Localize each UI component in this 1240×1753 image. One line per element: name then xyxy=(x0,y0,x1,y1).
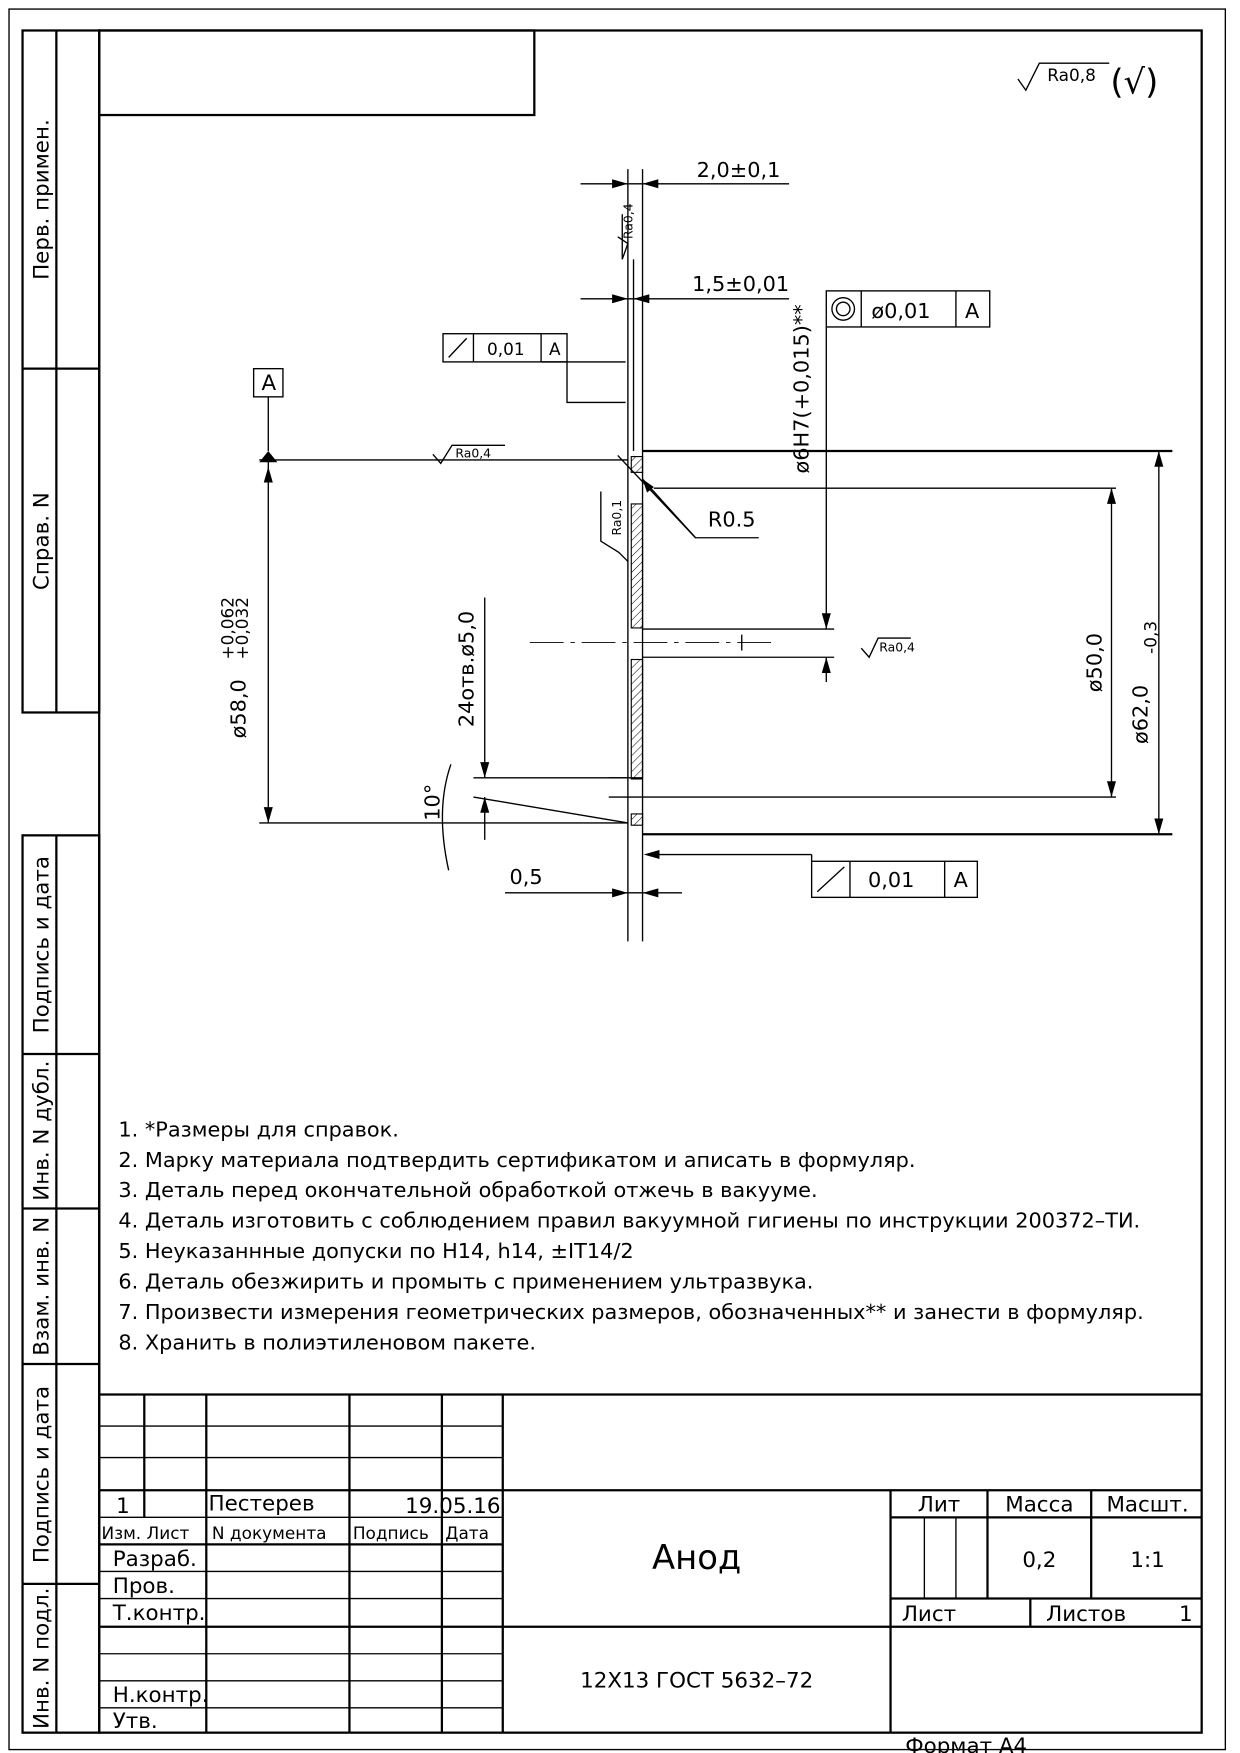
svg-text:ø62,0: ø62,0 xyxy=(1129,685,1153,744)
svg-text:Ra0,4: Ra0,4 xyxy=(620,203,635,239)
svg-text:(√): (√) xyxy=(1110,63,1158,102)
svg-text:A: A xyxy=(262,371,277,396)
title-block: 1 Пестерев 19.05.16 Изм. Лист N документ… xyxy=(99,1393,1202,1734)
note: 8. Хранить в полиэтиленовом пакете. xyxy=(118,1330,536,1354)
svg-text:Изм.: Изм. xyxy=(101,1523,141,1543)
svg-text:A: A xyxy=(965,299,980,323)
svg-text:Н.контр.: Н.контр. xyxy=(113,1683,209,1708)
roughness-marks: Ra0,4 Ra0,4 Ra0,1 Ra0,4 xyxy=(432,203,915,659)
note: 2. Марку материала подтвердить сертифика… xyxy=(118,1148,915,1172)
svg-text:2,0±0,1: 2,0±0,1 xyxy=(697,158,781,182)
svg-text:ø58,0: ø58,0 xyxy=(227,679,251,738)
svg-text:Листов: Листов xyxy=(1046,1602,1126,1627)
svg-text:0,01: 0,01 xyxy=(487,339,525,359)
side-label: Взам. инв. N xyxy=(29,1217,54,1356)
svg-text:Утв.: Утв. xyxy=(113,1709,158,1734)
datum-a: A xyxy=(252,367,284,463)
drawing-frame xyxy=(98,29,1203,1734)
svg-text:1: 1 xyxy=(116,1494,130,1519)
svg-text:+0,062: +0,062 xyxy=(217,597,237,660)
svg-text:Подпись: Подпись xyxy=(353,1523,429,1543)
svg-text:Лит: Лит xyxy=(918,1493,960,1518)
svg-text:ø6H7(+0,015)**: ø6H7(+0,015)** xyxy=(789,304,813,473)
concentricity-icon xyxy=(831,296,856,321)
svg-text:ø0,01: ø0,01 xyxy=(871,299,930,323)
note: 3. Деталь перед окончательной обработкой… xyxy=(118,1178,817,1202)
note: 7. Произвести измерения геометрических р… xyxy=(118,1300,1143,1324)
svg-text:Т.контр.: Т.контр. xyxy=(112,1601,206,1626)
svg-text:1: 1 xyxy=(1179,1602,1193,1627)
note: 6. Деталь обезжирить и промыть с примене… xyxy=(118,1270,813,1294)
svg-text:0,01: 0,01 xyxy=(868,868,914,892)
part-section xyxy=(529,169,1173,942)
svg-text:19.05.16: 19.05.16 xyxy=(405,1494,500,1519)
svg-text:Лист: Лист xyxy=(147,1523,190,1543)
svg-text:A: A xyxy=(549,339,561,359)
svg-text:1:1: 1:1 xyxy=(1130,1548,1164,1573)
tolerance-frame-runout-top: 0,01 A xyxy=(442,333,626,404)
part-name: Анод xyxy=(652,1538,741,1577)
svg-text:Ra0,8: Ra0,8 xyxy=(1047,65,1096,85)
tolerance-frame-concentricity: ø0,01 A xyxy=(825,290,991,328)
runout-arrow-icon xyxy=(816,866,845,893)
svg-text:Пров.: Пров. xyxy=(113,1574,175,1599)
side-label: Подпись и дата xyxy=(29,856,54,1033)
svg-text:Ra0,4: Ra0,4 xyxy=(879,640,915,655)
runout-arrow-icon xyxy=(448,337,468,358)
side-label: Инв. N дубл. xyxy=(29,1061,54,1201)
svg-text:Лист: Лист xyxy=(902,1602,956,1627)
svg-text:Пестерев: Пестерев xyxy=(209,1492,315,1517)
note: 5. Неуказаннные допуски по H14, h14, ±IT… xyxy=(118,1239,633,1263)
side-label: Подпись и дата xyxy=(29,1386,54,1563)
page-border xyxy=(8,8,1227,1751)
svg-text:Масса: Масса xyxy=(1005,1493,1073,1518)
side-label: Инв. N подл. xyxy=(29,1588,54,1729)
svg-text:A: A xyxy=(954,868,969,892)
svg-text:0,2: 0,2 xyxy=(1022,1548,1056,1573)
dimensions: 2,0±0,1 1,5±0,01 ø6H7(+0,015)** ø58,0 +0… xyxy=(217,158,1164,898)
svg-text:R0.5: R0.5 xyxy=(708,507,756,531)
svg-text:24отв.ø5,0: 24отв.ø5,0 xyxy=(454,611,478,727)
svg-text:10°: 10° xyxy=(421,784,445,821)
note: 4. Деталь изготовить с соблюдением прави… xyxy=(118,1209,1140,1233)
note: 1. *Размеры для справок. xyxy=(118,1117,398,1141)
svg-text:N документа: N документа xyxy=(212,1523,327,1543)
format-label: Формат А4 xyxy=(905,1734,1027,1753)
top-left-box xyxy=(98,29,536,117)
svg-text:1,5±0,01: 1,5±0,01 xyxy=(692,272,789,296)
svg-text:0,5: 0,5 xyxy=(510,865,543,889)
svg-text:Разраб.: Разраб. xyxy=(113,1547,197,1572)
svg-text:ø50,0: ø50,0 xyxy=(1082,633,1106,692)
left-strip: Перв. примен. Справ. N Подпись и дата Ин… xyxy=(21,29,101,1734)
svg-text:Ra0,4: Ra0,4 xyxy=(455,446,491,461)
svg-text:-0,3: -0,3 xyxy=(1141,621,1161,654)
svg-text:+0,032: +0,032 xyxy=(232,597,252,660)
svg-text:Масшт.: Масшт. xyxy=(1106,1493,1188,1518)
technical-notes: 1. *Размеры для справок. 2. Марку матери… xyxy=(118,1117,1143,1354)
side-label: Перв. примен. xyxy=(29,119,54,280)
svg-text:Ra0,1: Ra0,1 xyxy=(609,500,624,536)
general-roughness: Ra0,8 (√) xyxy=(1017,62,1158,102)
side-label: Справ. N xyxy=(29,492,54,590)
material: 12Х13 ГОСТ 5632–72 xyxy=(580,1669,813,1694)
svg-text:Дата: Дата xyxy=(445,1523,489,1543)
tolerance-frame-runout-bottom: 0,01 A xyxy=(643,850,979,899)
